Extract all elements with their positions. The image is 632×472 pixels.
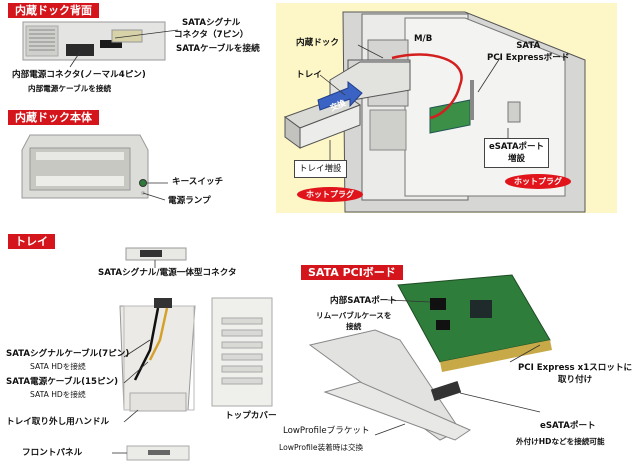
label-tray-pc: トレイ — [296, 70, 322, 80]
label-sata-power-cable: SATA電源ケーブル(15ピン) — [6, 377, 119, 387]
section-title-dock-body: 内蔵ドック本体 — [8, 110, 99, 125]
label-front-panel: フロントパネル — [22, 448, 83, 458]
label-top-cover: トップカバー — [225, 411, 277, 421]
section-title-tray: トレイ — [8, 234, 55, 249]
label-mb: M/B — [414, 34, 433, 44]
dock-back-photo — [22, 21, 166, 61]
dock-body-photo — [21, 134, 149, 199]
label-internal-sata-port: 内部SATAポート — [330, 296, 397, 306]
section-title-dock-back: 内蔵ドック背面 — [8, 3, 99, 18]
label-lowprofile-bracket: LowProfileブラケット — [283, 426, 370, 436]
label-esata-note: 外付けHDなどを接続可能 — [516, 437, 605, 446]
label-sata-connector: SATAシグナル コネクタ（7ピン） — [174, 18, 249, 40]
label-esata-port: eSATAポート — [540, 421, 596, 431]
label-power-connect: 内部電源ケーブルを接続 — [28, 84, 112, 93]
label-dock: 内蔵ドック — [296, 38, 339, 48]
label-pcie-slot: PCI Express x1スロットに 取り付け — [518, 363, 632, 385]
sata-pci-board-photo — [308, 274, 552, 441]
hot-plug-badge-left: ホットプラグ — [297, 187, 363, 202]
tray-photo — [119, 247, 196, 461]
top-cover-photo — [211, 297, 273, 407]
label-sata-hd-1: SATA HDを接続 — [30, 362, 86, 371]
callout-esata-add: eSATAポート 増設 — [484, 138, 550, 168]
label-pcie-board: SATA PCI Expressボード — [487, 41, 570, 63]
label-power-connector: 内部電源コネクタ(ノーマル4ピン) — [12, 70, 146, 80]
label-power-lamp: 電源ランプ — [168, 196, 211, 206]
hot-plug-badge-right: ホットプラグ — [505, 174, 571, 189]
label-sata-signal-cable: SATAシグナルケーブル(7ピン) — [6, 349, 130, 359]
label-key-switch: キースイッチ — [172, 177, 224, 187]
callout-tray-add: トレイ増設 — [294, 160, 347, 178]
label-sata-hd-2: SATA HDを接続 — [30, 390, 86, 399]
section-title-sata-pci: SATA PCIボード — [301, 265, 403, 280]
label-tray-connector: SATAシグナル/電源一体型コネクタ — [98, 268, 237, 278]
label-lowprofile-note: LowProfile装着時は交換 — [279, 443, 364, 452]
label-sata-connect: SATAケーブルを接続 — [176, 44, 260, 54]
label-tray-handle: トレイ取り外し用ハンドル — [6, 417, 110, 427]
label-removable-case: リムーバブルケースを 接続 — [316, 311, 392, 331]
